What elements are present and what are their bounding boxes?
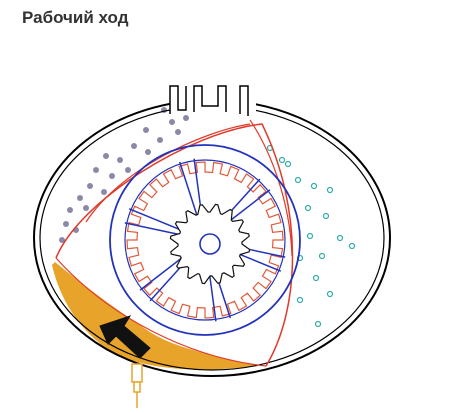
port-right <box>239 85 249 116</box>
spark-plug-icon <box>131 363 143 408</box>
internal-gear-teeth <box>126 161 284 319</box>
spoke-line <box>178 161 199 220</box>
combustion-chamber <box>52 262 258 370</box>
shaft-center <box>199 233 221 255</box>
rotor-bearing-ring <box>109 144 301 336</box>
port-left <box>169 85 187 114</box>
page-title: Рабочий ход <box>22 8 129 27</box>
exhaust-dots <box>59 107 189 243</box>
arrow-icon <box>99 315 151 359</box>
rotor-bearing-ring-inner <box>124 159 286 321</box>
rotor <box>55 123 294 367</box>
internal-gear <box>126 161 284 319</box>
rotor-left-flank <box>55 257 267 367</box>
port-middle <box>193 85 227 112</box>
port-background <box>170 82 256 114</box>
spoke-line <box>124 222 184 237</box>
rotor-recess <box>85 123 251 223</box>
spoke-line <box>128 208 185 233</box>
